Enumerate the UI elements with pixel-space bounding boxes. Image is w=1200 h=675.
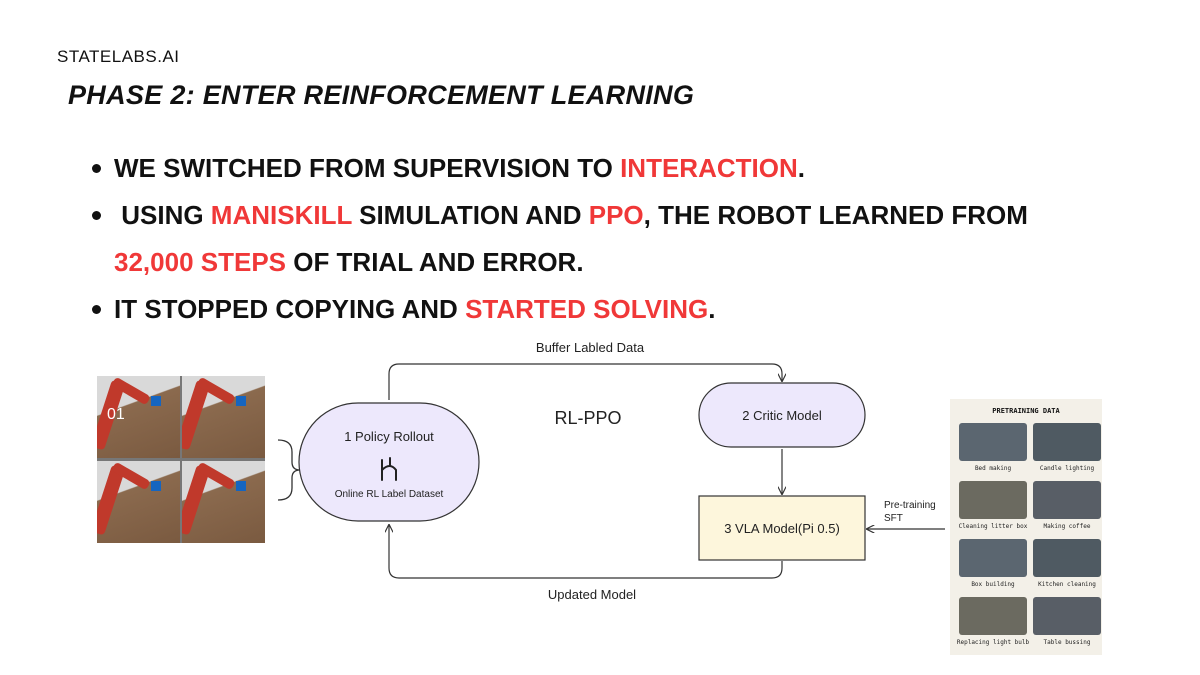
pretraining-item-label: Cleaning litter box — [958, 523, 1028, 530]
bullet-text: IT STOPPED COPYING AND — [114, 294, 466, 324]
simulation-grid-image — [97, 376, 265, 543]
page-title: PHASE 2: ENTER REINFORCEMENT LEARNING — [68, 80, 695, 110]
pretraining-item-label: Candle lighting — [1039, 465, 1095, 472]
highlight-text: MANISKILL — [210, 200, 352, 230]
updated-model-label: Updated Model — [548, 587, 636, 602]
bullet-text: WE SWITCHED FROM SUPERVISION TO — [114, 153, 621, 183]
pretraining-data-panel: PRETRAINING DATA Bed making Candle lighti… — [950, 399, 1102, 655]
sim-label: 01 — [107, 406, 125, 423]
pretraining-thumbnail — [1033, 597, 1101, 635]
bullet-item: WE SWITCHED FROM SUPERVISION TO INTERACT… — [88, 145, 1128, 192]
center-label: RL-PPO — [554, 408, 621, 428]
buffer-label: Buffer Labled Data — [536, 340, 645, 355]
bullet-text: , THE ROBOT LEARNED FROM — [643, 200, 1028, 230]
pretraining-item-label: Table bussing — [1043, 639, 1091, 646]
bullet-item: 32,000 STEPS OF TRIAL AND ERROR. — [88, 239, 1128, 286]
bullet-text: . — [797, 153, 805, 183]
bullet-item: IT STOPPED COPYING AND STARTED SOLVING. — [88, 286, 1128, 333]
policy-rollout-title: 1 Policy Rollout — [344, 429, 434, 444]
sim-frame — [97, 376, 180, 458]
pretraining-thumbnail — [959, 539, 1027, 577]
sim-frame — [97, 461, 180, 543]
bullet-text: . — [708, 294, 716, 324]
bullet-item: USING MANISKILL SIMULATION AND PPO, THE … — [88, 192, 1128, 239]
highlight-text: INTERACTION — [620, 153, 798, 183]
pretrain-label-2: SFT — [884, 513, 903, 524]
highlight-text: STARTED SOLVING — [465, 294, 709, 324]
pretraining-thumbnail — [1033, 539, 1101, 577]
critic-model-node — [698, 382, 866, 448]
bullet-text: OF TRIAL AND ERROR. — [286, 247, 584, 277]
pretraining-item-label: Making coffee — [1043, 523, 1091, 530]
highlight-text: 32,000 STEPS — [114, 247, 286, 277]
pretraining-thumbnail — [959, 423, 1027, 461]
critic-model-title: 2 Critic Model — [742, 408, 822, 423]
bullet-list: WE SWITCHED FROM SUPERVISION TO INTERACT… — [88, 145, 1128, 333]
brace — [277, 439, 301, 501]
sim-frame — [182, 376, 265, 458]
vla-model-title: 3 VLA Model(Pi 0.5) — [724, 521, 840, 536]
updated-model-arrow — [389, 525, 783, 579]
highlight-text: PPO — [588, 200, 644, 230]
pretraining-item-label: Box building — [971, 581, 1015, 588]
pretraining-thumbnail — [959, 597, 1027, 635]
pretraining-item-label: Bed making — [974, 465, 1012, 472]
pretraining-thumbnail — [959, 481, 1027, 519]
sim-frame — [182, 461, 265, 543]
bullet-text: SIMULATION AND — [351, 200, 589, 230]
pretraining-thumbnail — [1033, 423, 1101, 461]
pretrain-label-1: Pre-training — [884, 500, 936, 511]
vla-model-node — [698, 495, 866, 561]
rollout-icon — [381, 457, 397, 481]
pretraining-item-label: Kitchen cleaning — [1038, 581, 1096, 588]
bullet-text: USING — [114, 200, 211, 230]
pretraining-title: PRETRAINING DATA — [992, 407, 1060, 415]
pretraining-item-label: Replacing light bulb — [956, 639, 1030, 646]
buffer-arrow — [388, 363, 782, 400]
pretraining-thumbnail — [1033, 481, 1101, 519]
brand-logo-text: STATELABS.AI — [57, 47, 180, 66]
policy-rollout-subtitle: Online RL Label Dataset — [335, 489, 444, 500]
